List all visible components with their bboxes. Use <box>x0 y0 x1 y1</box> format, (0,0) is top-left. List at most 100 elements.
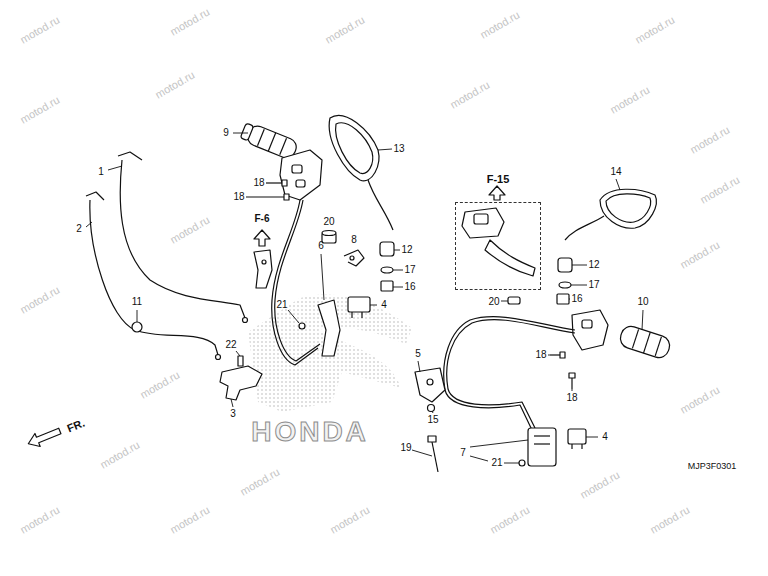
callout-number: 5 <box>415 349 421 359</box>
right-switch-housing <box>572 310 608 350</box>
leader-line <box>321 254 324 300</box>
right-switch-housing <box>582 320 592 328</box>
cap <box>428 405 435 412</box>
throttle-cable <box>86 192 104 200</box>
pin <box>428 436 436 442</box>
wire-holder <box>299 300 340 356</box>
clutch-switch-bracket <box>350 256 354 260</box>
watermark: motod.ru <box>578 469 621 500</box>
leader-line <box>569 299 570 300</box>
callout-number: 4 <box>381 300 387 310</box>
callout-number: 12 <box>588 260 599 270</box>
callout-number: 18 <box>535 350 546 360</box>
collar <box>322 231 336 244</box>
watermark: motod.ru <box>608 84 651 115</box>
throttle-cable <box>90 200 218 355</box>
leader-line <box>378 149 392 150</box>
left-grip <box>258 129 265 146</box>
leader-line <box>616 179 620 190</box>
callout-number: 1 <box>98 167 104 177</box>
cable-clip <box>132 322 142 332</box>
throttle-cable <box>120 160 245 318</box>
left-mirror <box>336 123 373 174</box>
bracket <box>415 368 445 402</box>
nut <box>381 281 393 291</box>
callout-number: 16 <box>404 282 415 292</box>
throttle-bracket <box>220 366 262 400</box>
left-switch-housing <box>280 150 322 200</box>
connector <box>534 443 550 444</box>
washer <box>381 267 393 273</box>
right-grip <box>618 324 672 360</box>
mirror-cap <box>558 258 572 272</box>
throttle-bracket <box>220 356 262 400</box>
leader-line <box>470 440 528 447</box>
screw <box>519 460 525 466</box>
watermark: motod.ru <box>648 504 691 535</box>
right-grip <box>644 332 651 353</box>
leader-line <box>393 287 403 288</box>
leader-line <box>501 301 508 302</box>
callout-number: 3 <box>230 409 236 419</box>
mirror-cap <box>558 258 572 272</box>
leader-line <box>393 270 403 271</box>
right-mirror <box>565 189 656 240</box>
callout-number: 6 <box>318 241 324 251</box>
leader-line <box>571 285 587 286</box>
wire-holder <box>299 323 305 329</box>
brand-watermark: HONDA <box>251 418 369 446</box>
screw <box>519 460 525 466</box>
leader-line <box>504 463 519 464</box>
watermark: motod.ru <box>168 6 211 37</box>
screw <box>246 180 289 200</box>
brake-lever-assembly <box>462 208 535 276</box>
watermark: motod.ru <box>168 214 211 245</box>
leader-line <box>642 310 643 330</box>
clutch-switch <box>348 297 370 312</box>
watermark: motod.ru <box>633 14 676 45</box>
callout-number: 8 <box>351 235 357 245</box>
callout-number: 9 <box>223 128 229 138</box>
watermark: motod.ru <box>18 284 61 315</box>
watermark: motod.ru <box>478 9 521 40</box>
leader-line <box>432 411 433 413</box>
clutch-switch <box>361 312 362 318</box>
watermark: motod.ru <box>688 124 731 155</box>
leader-line <box>288 310 299 323</box>
pin <box>432 442 438 472</box>
brake-switch <box>568 429 586 449</box>
callout-number: 12 <box>401 245 412 255</box>
screw <box>550 352 575 389</box>
pin <box>508 297 520 304</box>
watermark: motod.ru <box>448 79 491 110</box>
front-arrow <box>26 425 63 451</box>
leader-line <box>418 361 420 372</box>
leader-line <box>137 310 138 322</box>
brake-switch <box>581 444 582 449</box>
switch-wire <box>275 200 320 361</box>
throttle-bracket <box>238 356 243 366</box>
watermark: motod.ru <box>488 504 531 535</box>
wing-logo <box>248 295 412 412</box>
bracket <box>415 368 445 402</box>
left-mirror <box>329 116 379 181</box>
reference-arrow <box>254 230 270 246</box>
switch-wire <box>447 320 575 428</box>
wing-logo <box>248 295 412 412</box>
watermark: motod.ru <box>18 504 61 535</box>
clutch-switch-bracket <box>344 250 364 266</box>
leader-line <box>370 305 377 306</box>
leader-line <box>108 166 122 170</box>
screw <box>569 373 575 378</box>
left-switch-housing <box>280 150 322 200</box>
callout-number: 21 <box>491 458 502 468</box>
washer <box>559 282 571 288</box>
connector <box>528 428 556 466</box>
leader-line <box>412 450 432 456</box>
watermark: motod.ru <box>678 239 721 270</box>
reference-arrow <box>254 230 272 288</box>
washer <box>381 267 393 273</box>
callout-number: 17 <box>404 265 415 275</box>
left-switch-housing <box>292 165 302 173</box>
